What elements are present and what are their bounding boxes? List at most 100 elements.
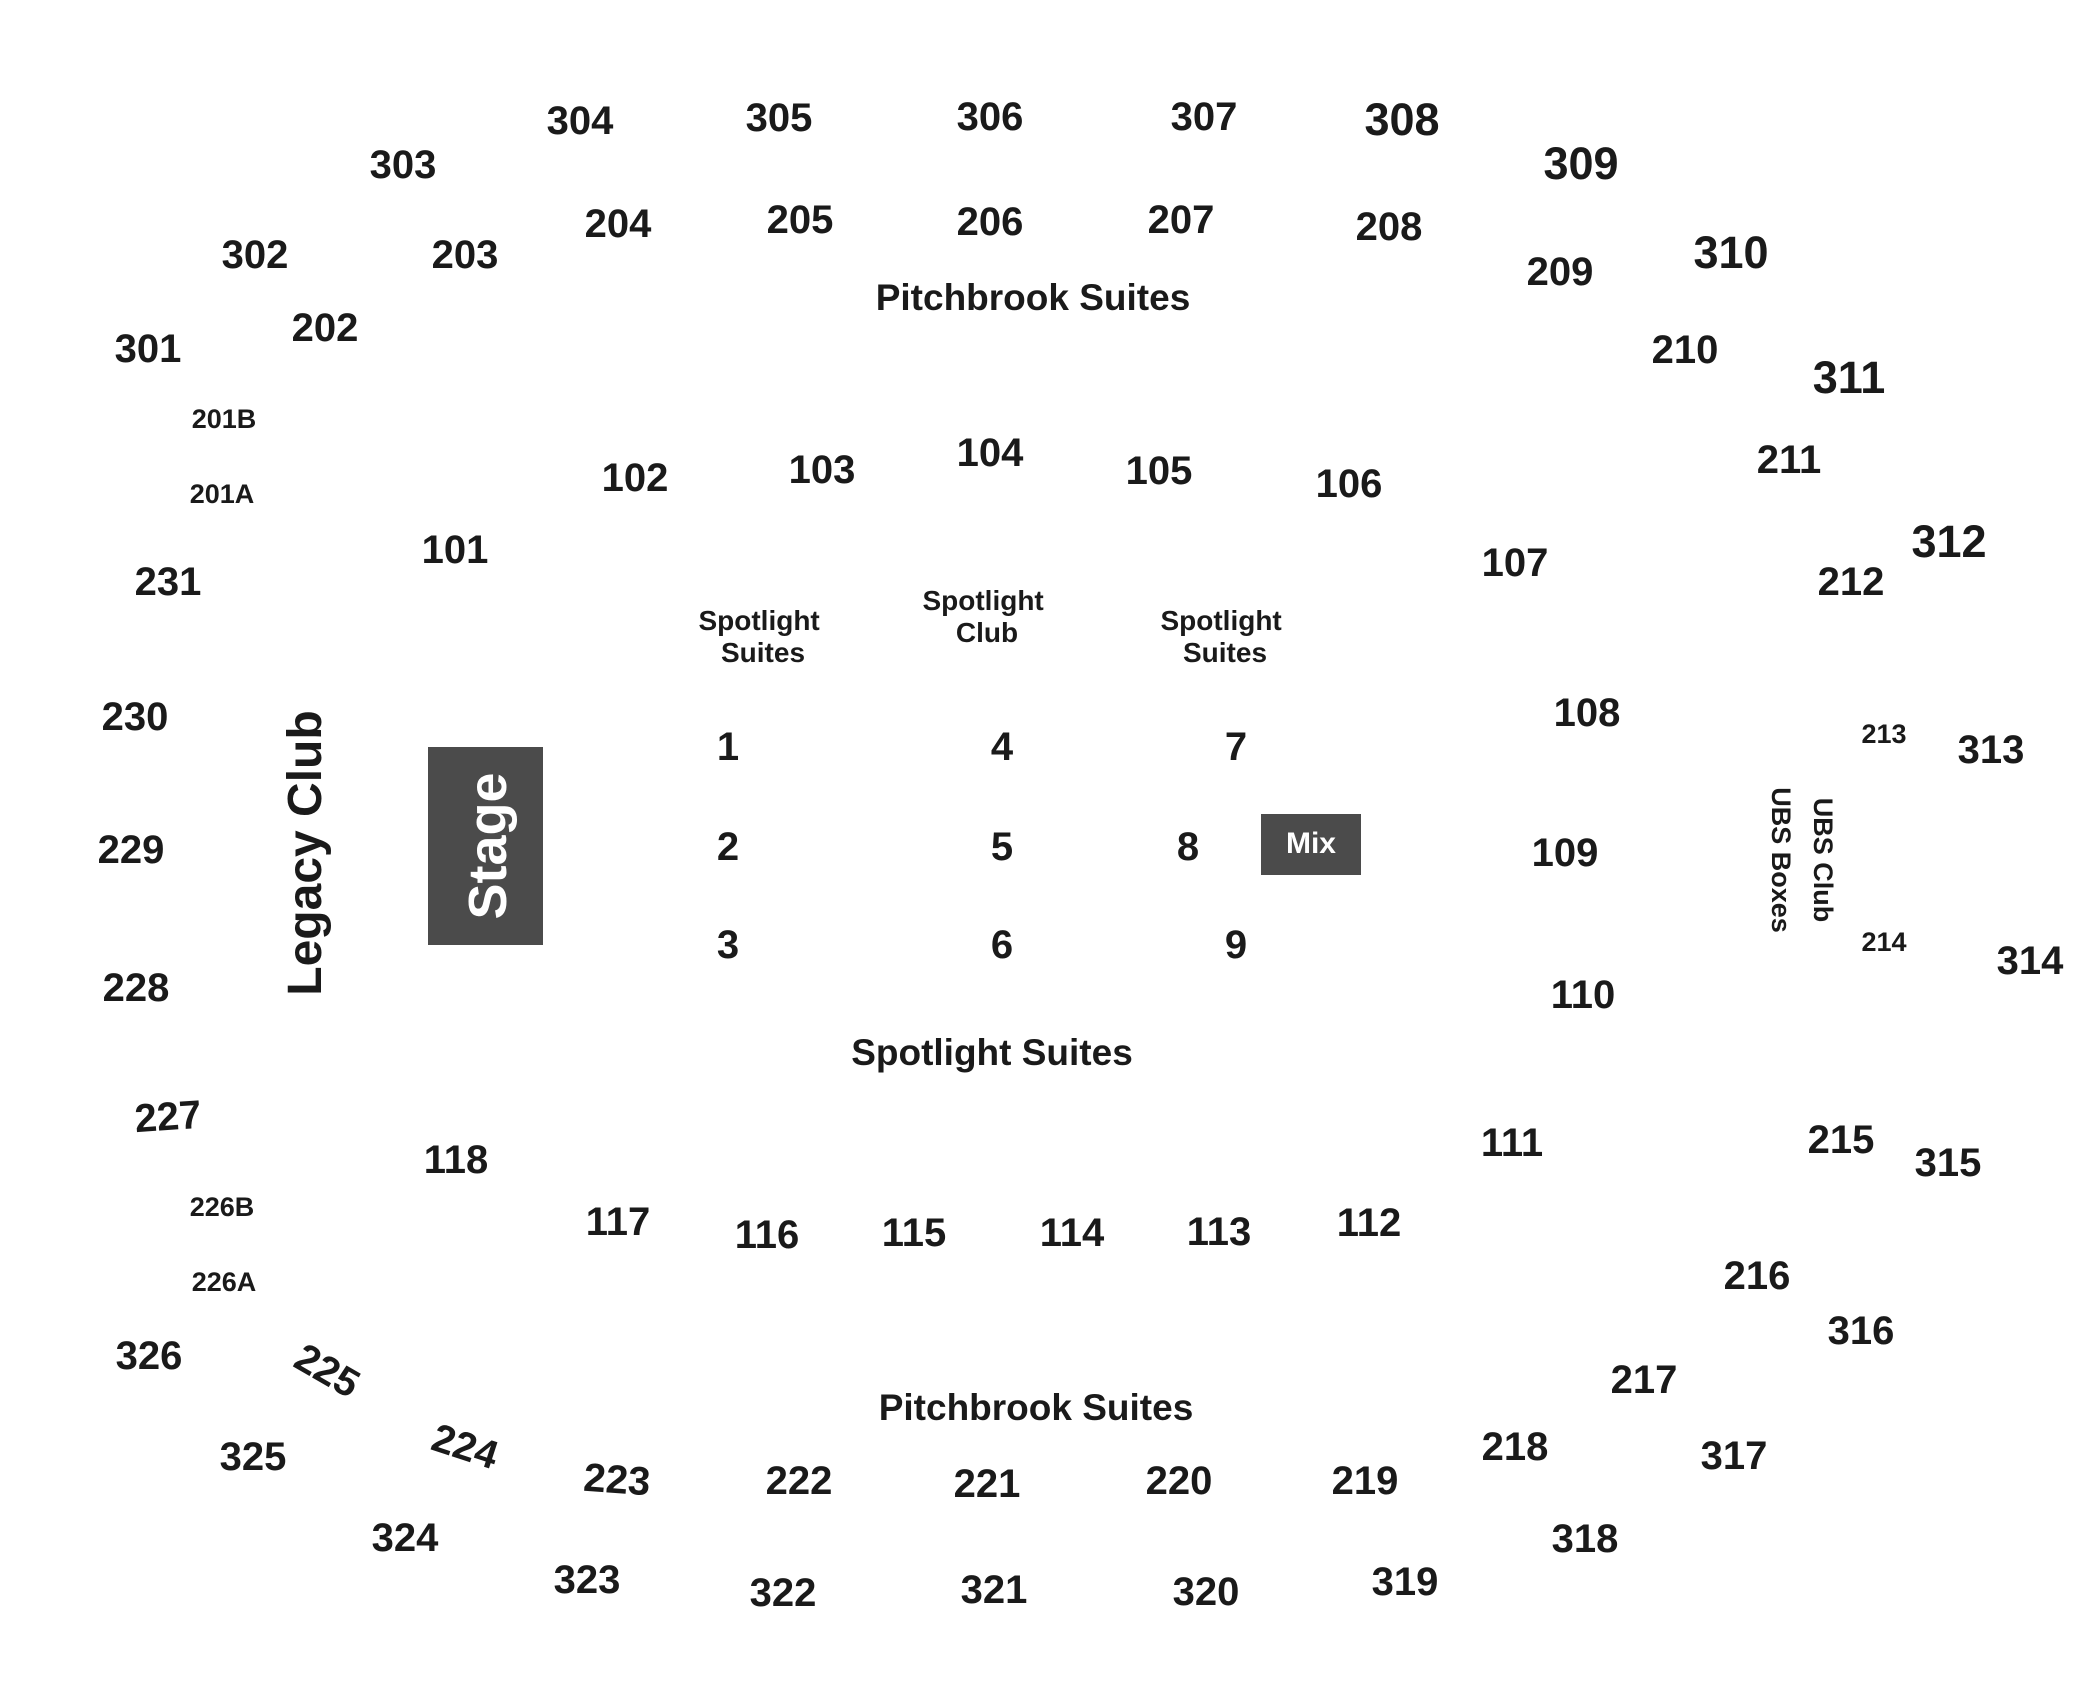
section-label[interactable]: 211 [1757, 438, 1822, 482]
section-label[interactable]: 325 [220, 1435, 287, 1479]
section-label[interactable]: 216 [1724, 1254, 1791, 1298]
section-label[interactable]: 225 [287, 1335, 367, 1406]
section-label[interactable]: 103 [789, 448, 856, 492]
section-label[interactable]: 104 [957, 431, 1024, 475]
section-label[interactable]: 326 [116, 1334, 183, 1378]
zone-spotlight-club[interactable]: Spotlight Club [922, 585, 1051, 648]
section-label[interactable]: 110 [1551, 973, 1616, 1017]
floor-section[interactable]: 4 [991, 725, 1014, 769]
section-label[interactable]: 105 [1126, 449, 1193, 493]
section-label[interactable]: 317 [1701, 1434, 1768, 1478]
section-label[interactable]: 304 [547, 99, 614, 143]
section-label[interactable]: 301 [115, 327, 182, 371]
section-label[interactable]: 321 [961, 1568, 1028, 1612]
section-label[interactable]: 109 [1532, 831, 1599, 875]
zone-pitchbrook-suites-top[interactable]: Pitchbrook Suites [876, 277, 1191, 318]
floor-section[interactable]: 5 [991, 825, 1013, 869]
section-label[interactable]: 302 [222, 233, 289, 277]
section-label[interactable]: 324 [372, 1516, 439, 1560]
section-label[interactable]: 201A [190, 479, 255, 509]
section-label[interactable]: 311 [1813, 352, 1886, 403]
section-label[interactable]: 226A [192, 1267, 257, 1297]
section-label[interactable]: 228 [103, 966, 170, 1010]
section-label[interactable]: 210 [1652, 328, 1719, 372]
section-label[interactable]: 111 [1481, 1121, 1543, 1165]
floor-section[interactable]: 1 [717, 725, 739, 769]
section-label[interactable]: 312 [1911, 516, 1986, 567]
stage[interactable]: Stage [428, 747, 543, 945]
section-label[interactable]: 313 [1958, 728, 2025, 772]
section-label[interactable]: 315 [1915, 1141, 1982, 1185]
section-label[interactable]: 222 [766, 1459, 833, 1503]
section-label[interactable]: 209 [1527, 250, 1594, 294]
section-label[interactable]: 214 [1861, 927, 1906, 957]
section-label[interactable]: 224 [426, 1416, 504, 1479]
section-label[interactable]: 316 [1828, 1309, 1895, 1353]
section-label[interactable]: 319 [1372, 1560, 1439, 1604]
section-label[interactable]: 204 [585, 202, 652, 246]
zone-pitchbrook-suites-bottom[interactable]: Pitchbrook Suites [879, 1387, 1194, 1428]
section-label[interactable]: 212 [1818, 560, 1885, 604]
zone-spotlight-suites-left[interactable]: Spotlight Suites [698, 605, 827, 668]
section-label[interactable]: 217 [1611, 1358, 1678, 1402]
mix-position[interactable]: Mix [1261, 814, 1361, 875]
floor-section[interactable]: 8 [1177, 825, 1199, 869]
section-label[interactable]: 203 [432, 233, 499, 277]
section-label[interactable]: 108 [1554, 691, 1621, 735]
section-label[interactable]: 218 [1482, 1425, 1549, 1469]
floor-section[interactable]: 6 [991, 923, 1013, 967]
section-label[interactable]: 229 [98, 828, 165, 872]
section-label[interactable]: 213 [1861, 719, 1906, 749]
floor-section[interactable]: 9 [1225, 923, 1247, 967]
section-label[interactable]: 202 [292, 306, 359, 350]
section-label[interactable]: 219 [1332, 1459, 1399, 1503]
floor-section[interactable]: 7 [1225, 725, 1247, 769]
section-label[interactable]: 118 [424, 1138, 489, 1182]
section-label[interactable]: 306 [957, 95, 1024, 139]
section-label[interactable]: 117 [586, 1200, 651, 1244]
section-label[interactable]: 106 [1316, 462, 1383, 506]
zone-spotlight-suites-right[interactable]: Spotlight Suites [1160, 605, 1289, 668]
zone-spotlight-suites-main[interactable]: Spotlight Suites [851, 1032, 1133, 1073]
section-label[interactable]: 314 [1997, 939, 2064, 983]
section-label[interactable]: 107 [1482, 541, 1549, 585]
section-label[interactable]: 220 [1146, 1459, 1213, 1503]
section-label[interactable]: 323 [554, 1558, 621, 1602]
section-label[interactable]: 115 [882, 1211, 947, 1255]
section-label[interactable]: 116 [735, 1213, 800, 1257]
section-label[interactable]: 305 [746, 96, 813, 140]
section-label[interactable]: 230 [102, 695, 169, 739]
section-label[interactable]: 227 [133, 1093, 203, 1142]
section-label[interactable]: 114 [1040, 1211, 1105, 1255]
section-label[interactable]: 113 [1187, 1210, 1252, 1254]
section-label[interactable]: 318 [1552, 1517, 1619, 1561]
section-label[interactable]: 112 [1337, 1201, 1402, 1245]
section-label[interactable]: 221 [954, 1462, 1021, 1506]
section-label[interactable]: 320 [1173, 1570, 1240, 1614]
ubs-club-label[interactable]: UBS Club [1808, 798, 1838, 923]
section-label[interactable]: 101 [422, 528, 489, 572]
floor-section[interactable]: 3 [717, 923, 739, 967]
section-label[interactable]: 308 [1364, 94, 1439, 145]
ubs-boxes-label[interactable]: UBS Boxes [1766, 787, 1796, 933]
section-label[interactable]: 208 [1356, 205, 1423, 249]
stage-block [428, 747, 543, 945]
section-label[interactable]: 102 [602, 456, 669, 500]
section-label[interactable]: 231 [135, 560, 202, 604]
section-label[interactable]: 310 [1693, 227, 1768, 278]
mix-label: Mix [1286, 827, 1336, 860]
section-label[interactable]: 205 [767, 198, 834, 242]
section-label[interactable]: 206 [957, 200, 1024, 244]
section-label[interactable]: 322 [750, 1571, 817, 1615]
section-label[interactable]: 223 [582, 1456, 652, 1505]
section-label[interactable]: 215 [1808, 1118, 1875, 1162]
section-label[interactable]: 307 [1171, 95, 1238, 139]
floor-section[interactable]: 2 [717, 825, 739, 869]
section-label[interactable]: 309 [1543, 138, 1618, 189]
legacy-club-label[interactable]: Legacy Club [279, 710, 332, 995]
stage-label: Stage [458, 772, 518, 919]
section-label[interactable]: 226B [190, 1192, 255, 1222]
section-label[interactable]: 303 [370, 143, 437, 187]
section-label[interactable]: 201B [192, 404, 257, 434]
section-label[interactable]: 207 [1148, 198, 1215, 242]
